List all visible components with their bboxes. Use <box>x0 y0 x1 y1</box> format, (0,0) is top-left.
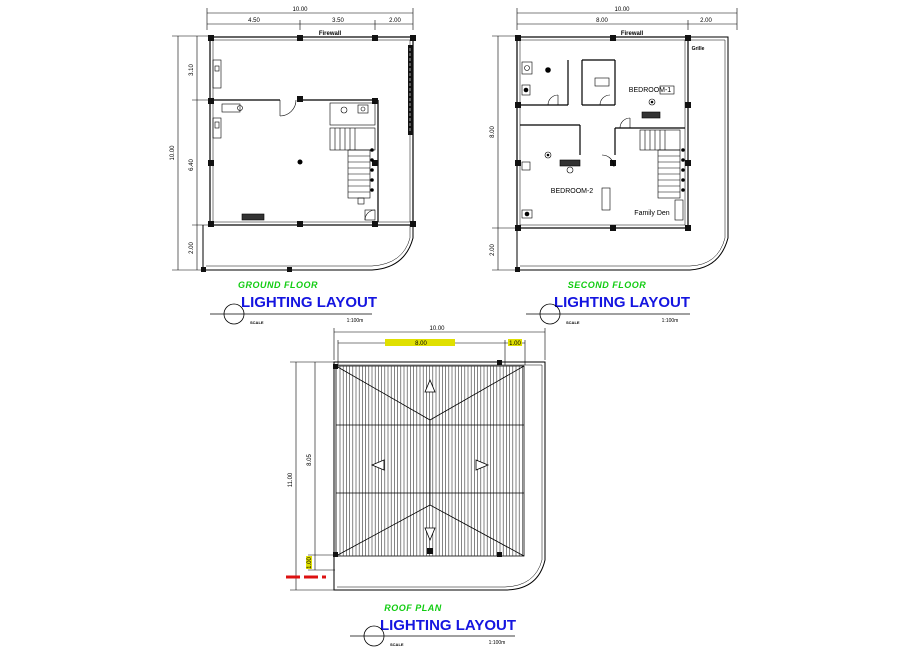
roof-dim-left-main: 8.05 <box>307 454 313 466</box>
roof-scale-value: 1:100m <box>489 640 506 646</box>
roof-scale-symbol <box>350 625 515 647</box>
ground-ceiling-light <box>297 159 303 165</box>
second-dim-seg1: 8.00 <box>596 18 608 24</box>
roof-slopes <box>335 365 525 557</box>
ground-title-blue: LIGHTING LAYOUT <box>241 294 377 311</box>
ground-toilet <box>329 102 376 126</box>
second-grille-label: Grille <box>692 46 705 52</box>
second-room-family-den: Family Den <box>634 210 670 217</box>
ground-fixtures <box>241 197 376 221</box>
roof-plan: 10.00 8.00 1.00 11.00 8.05 1.00 <box>286 326 546 647</box>
second-room-bedroom2: BEDROOM-2 <box>551 188 594 195</box>
ground-walls <box>202 36 414 271</box>
second-title-green: SECOND FLOOR <box>568 280 647 290</box>
roof-dim-total: 10.00 <box>429 326 445 332</box>
second-dim-total: 10.00 <box>614 7 630 13</box>
second-scale-symbol <box>526 303 690 325</box>
roof-dim-left-highlight <box>306 556 312 569</box>
roof-scale-label: SCALE <box>390 642 404 647</box>
ground-scale-symbol <box>210 303 372 325</box>
roof-dim-highlight-small <box>508 339 522 346</box>
second-bathroom <box>521 61 559 106</box>
roof-dim-seg1: 8.00 <box>415 341 427 347</box>
ground-scale-label: SCALE <box>250 320 264 325</box>
second-bedroom1-fixtures <box>619 85 675 129</box>
roof-dim-seg2: 1.00 <box>509 341 521 347</box>
second-closet <box>594 77 611 106</box>
ground-dim-seg1: 4.50 <box>248 18 260 24</box>
second-bedroom2-fixtures <box>521 151 615 219</box>
ground-dim-seg2: 3.50 <box>332 18 344 24</box>
second-left-dimensions <box>492 35 520 271</box>
second-walls <box>516 36 729 271</box>
roof-dim-left-lower: 1.00 <box>307 557 313 569</box>
second-room-bedroom1: BEDROOM-1 <box>629 87 672 94</box>
second-scale-label: SCALE <box>566 320 580 325</box>
ground-top-dimensions <box>206 8 414 30</box>
ground-dim-total: 10.00 <box>292 7 308 13</box>
roof-left-dimensions <box>290 361 335 591</box>
ground-title-green: GROUND FLOOR <box>238 280 318 290</box>
second-scale-value: 1:100m <box>662 318 679 324</box>
second-staircase <box>639 129 685 199</box>
roof-title-green: ROOF PLAN <box>384 603 442 613</box>
ground-columns <box>201 35 416 272</box>
roof-outline <box>333 361 546 591</box>
second-floor-plan: 10.00 8.00 2.00 8.00 2.00 Firewall Grill… <box>490 7 738 325</box>
roof-dim-highlight <box>385 339 455 346</box>
ground-right-firewall <box>408 45 413 135</box>
second-top-dimensions <box>516 8 738 30</box>
ground-kitchen-counter <box>212 59 243 139</box>
roof-columns <box>333 360 502 557</box>
roof-dim-left-total: 11.00 <box>288 472 294 487</box>
ground-dim-left-lower: 2.00 <box>189 242 195 254</box>
ground-door <box>279 99 297 117</box>
ground-floor-plan: 10.00 4.50 3.50 2.00 10.00 3.10 6.40 2.0… <box>170 7 416 325</box>
ground-scale-value: 1:100m <box>347 318 364 324</box>
second-dim-seg2: 2.00 <box>700 18 712 24</box>
second-den-fixtures <box>674 199 684 221</box>
second-title-blue: LIGHTING LAYOUT <box>554 294 690 311</box>
ground-dim-left-upper: 3.10 <box>189 64 195 76</box>
second-firewall-label: Firewall <box>621 31 644 37</box>
ground-dim-left-total: 10.00 <box>170 145 176 161</box>
ground-dim-seg3: 2.00 <box>389 18 401 24</box>
ground-dim-left-main: 6.40 <box>189 159 195 171</box>
second-dim-left-main: 8.00 <box>490 126 496 138</box>
roof-title-blue: LIGHTING LAYOUT <box>380 617 516 634</box>
second-columns <box>515 35 691 272</box>
second-dim-left-lower: 2.00 <box>490 244 496 256</box>
ground-firewall-label: Firewall <box>319 31 342 37</box>
ground-staircase <box>329 127 376 199</box>
